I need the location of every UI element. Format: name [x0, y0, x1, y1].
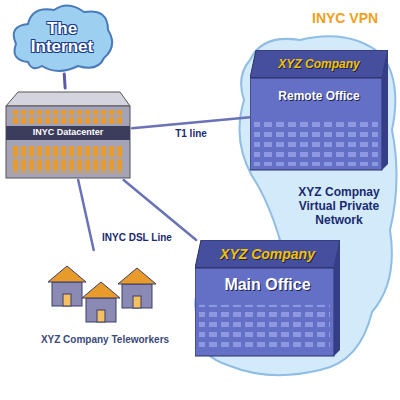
company-label: XYZ Company: [220, 246, 315, 262]
title-holder: INYC VPN: [312, 10, 378, 26]
connector-line: [124, 180, 197, 240]
vpn-label: XYZ Compnay Virtual Private Network: [283, 185, 395, 227]
teleworkers-node: XYZ Company Teleworkers: [30, 250, 180, 352]
vpn-cloud: [195, 36, 396, 375]
office-node: XYZ CompanyMain Office: [195, 240, 340, 358]
cloud-label: The Internet: [17, 20, 107, 56]
internet-cloud-node: The Internet: [8, 2, 116, 74]
connector-line: [78, 180, 94, 250]
office-label: Remote Office: [278, 89, 359, 103]
edge-label: T1 line: [173, 128, 209, 140]
edge-label-holder: T1 line: [173, 128, 209, 140]
teleworkers-label: XYZ Company Teleworkers: [41, 334, 169, 346]
office-label: Main Office: [224, 276, 310, 294]
datacenter-node: INYC Datacenter: [4, 88, 132, 180]
diagram-title: INYC VPN: [312, 10, 378, 26]
office-node: XYZ CompanyRemote Office: [250, 50, 388, 172]
vpn-region-node: XYZ Compnay Virtual Private NetworkXYZ C…: [190, 35, 398, 375]
connector-line: [63, 74, 67, 88]
line-label: INYC DSL Line: [100, 232, 174, 244]
connector-line: [132, 117, 250, 128]
datacenter-label: INYC Datacenter: [33, 127, 104, 138]
label-holder: INYC DSL Line: [100, 232, 174, 244]
company-label: XYZ Company: [278, 57, 359, 71]
